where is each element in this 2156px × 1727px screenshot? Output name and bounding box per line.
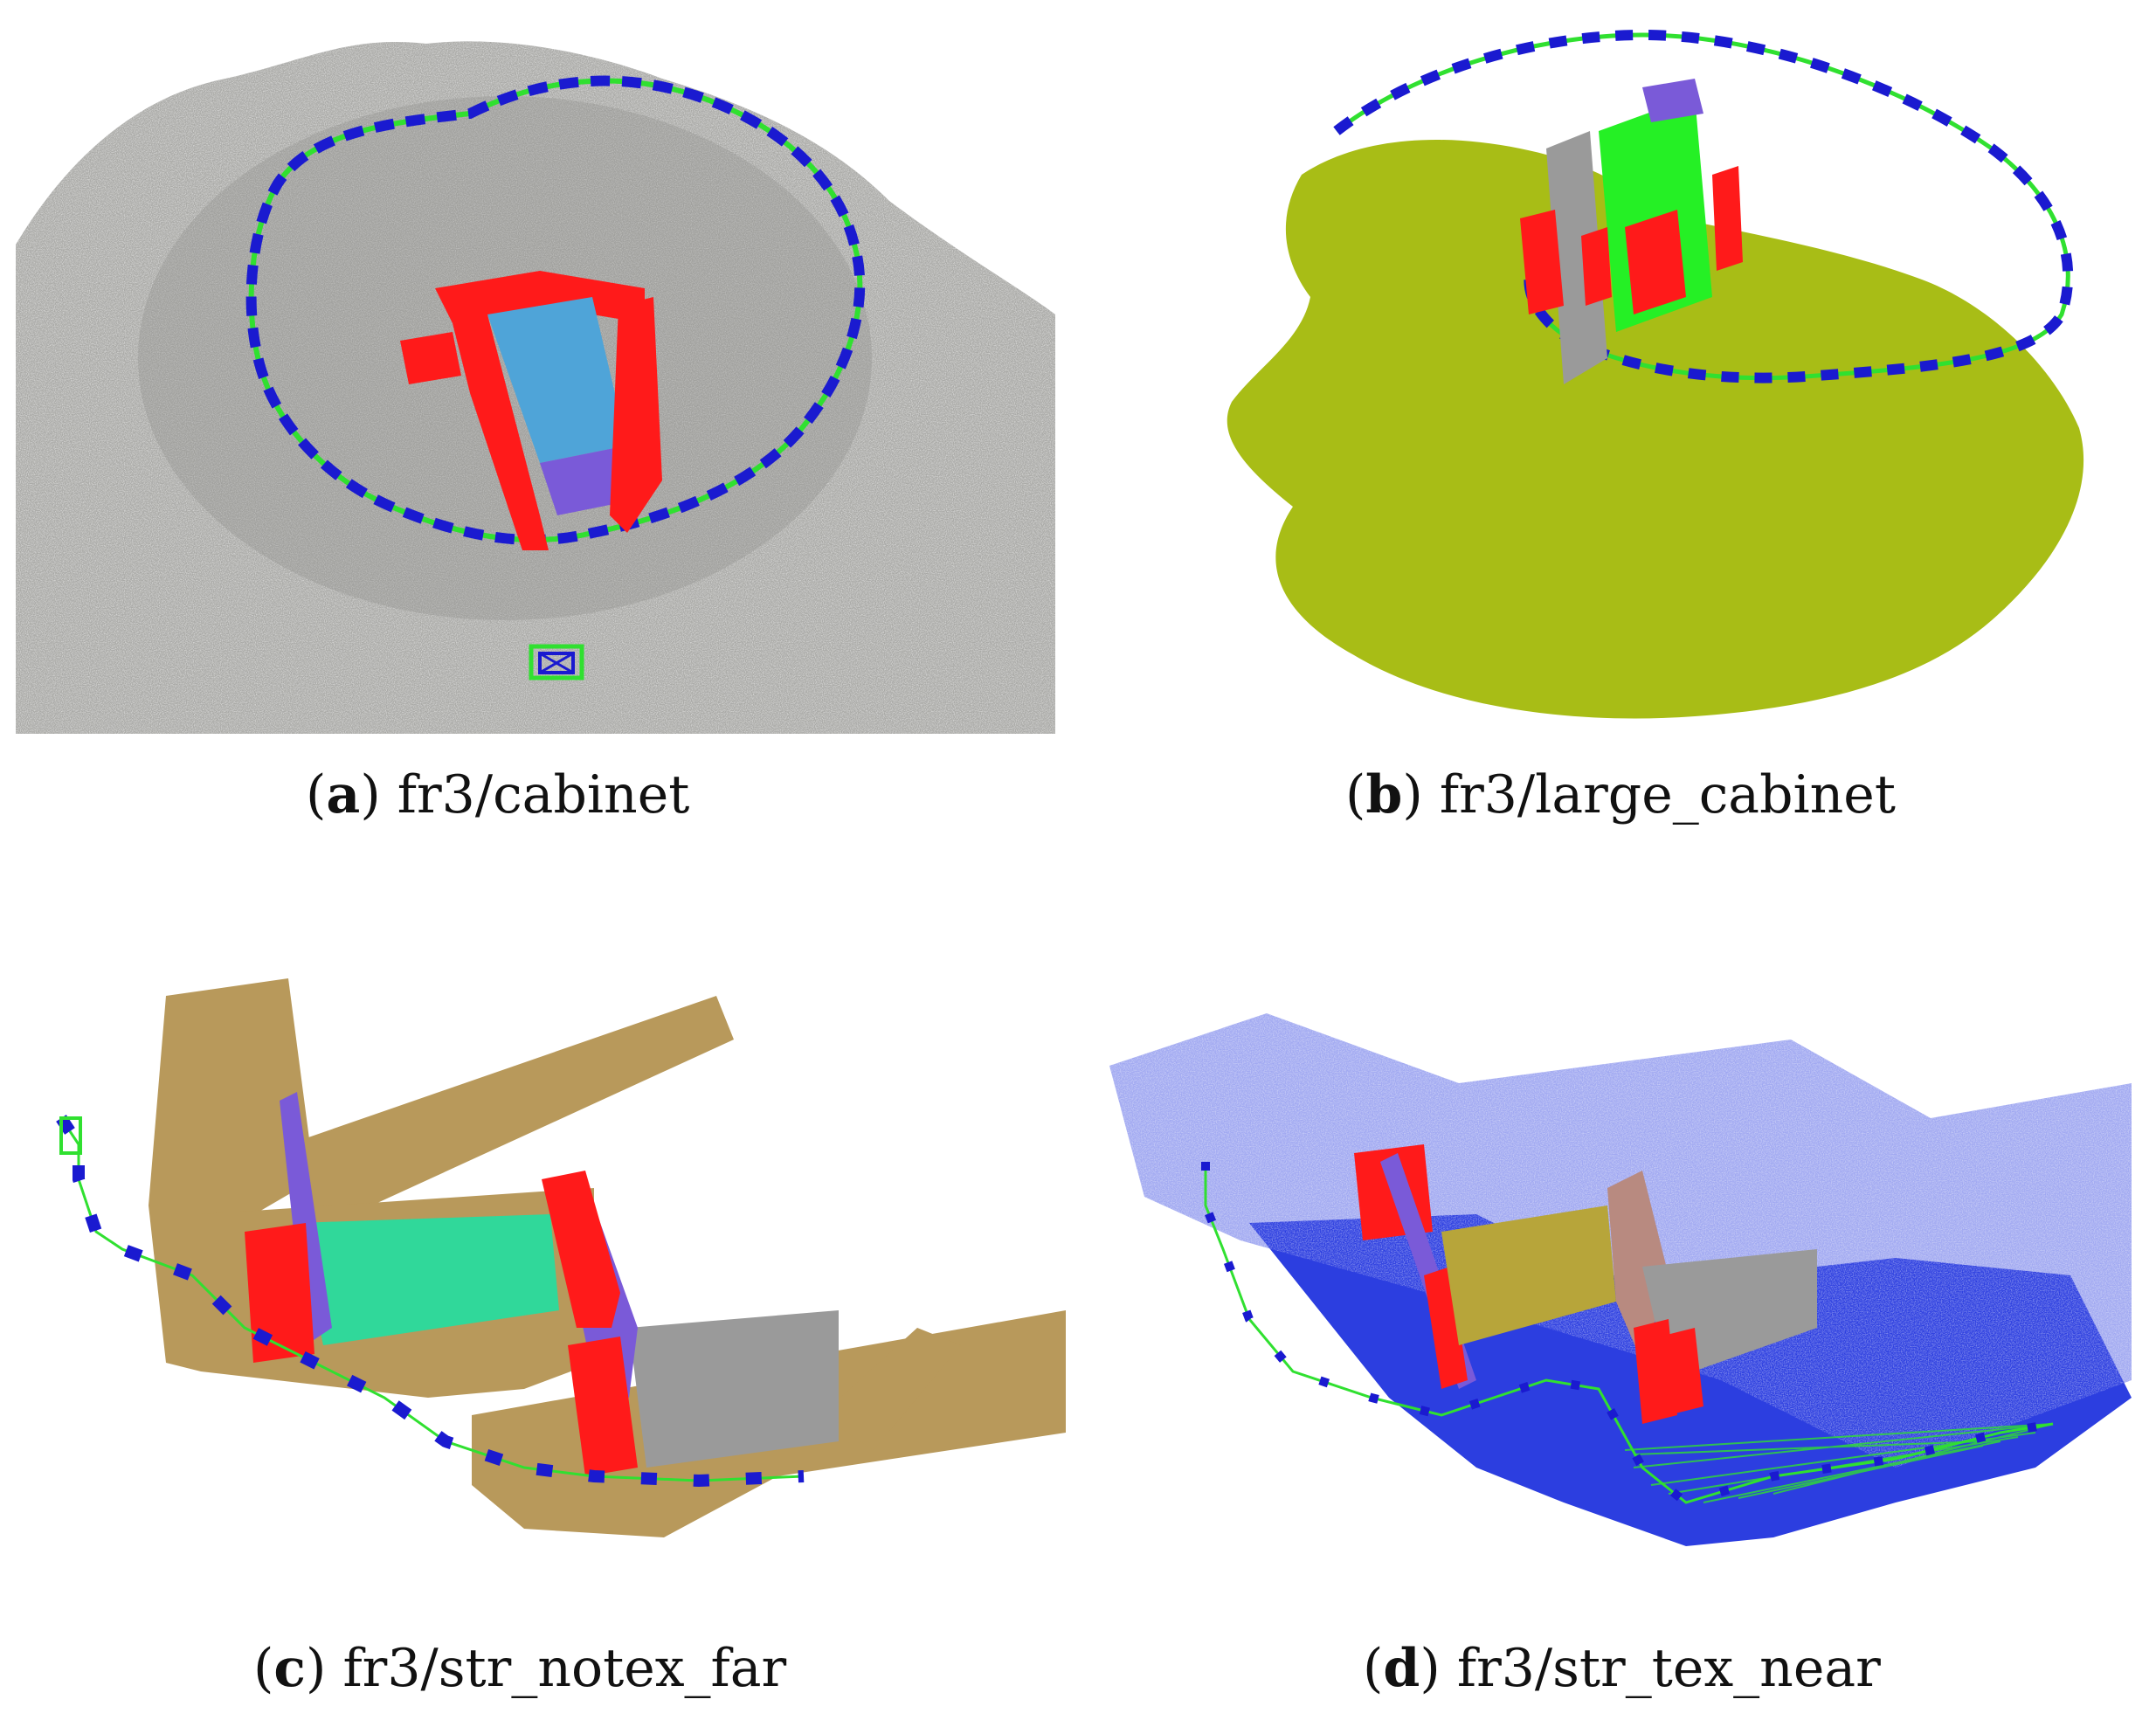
caption-d-letter: d	[1383, 1638, 1420, 1699]
plane-purple-b	[1642, 79, 1703, 122]
caption-c: (c) fr3/str_notex_far	[253, 1638, 787, 1699]
plane-blue-a	[487, 297, 627, 463]
point-cloud-c-5	[821, 1328, 961, 1450]
plane-red-d-2	[1424, 1267, 1468, 1389]
plane-olive-d	[1441, 1205, 1616, 1345]
caption-d: (d) fr3/str_tex_near	[1363, 1638, 1881, 1699]
camera-trajectory-c	[59, 1117, 805, 1482]
panel-a-reconstruction	[16, 41, 1055, 734]
panel-a	[16, 26, 1055, 734]
panel-c-reconstruction	[56, 978, 1066, 1537]
caption-b: (b) fr3/large_cabinet	[1345, 764, 1896, 826]
plane-red-c-1	[245, 1223, 314, 1363]
caption-a: (a) fr3/cabinet	[306, 764, 690, 826]
caption-c-name: fr3/str_notex_far	[342, 1638, 787, 1699]
caption-a-letter: a	[326, 764, 361, 826]
plane-green-b	[1599, 96, 1712, 332]
plane-red-b-2	[1625, 210, 1686, 314]
caption-b-name: fr3/large_cabinet	[1439, 764, 1896, 826]
camera-loop-closures-d	[1624, 1423, 2054, 1503]
panel-d-reconstruction	[1109, 1013, 2132, 1546]
plane-teal-c	[297, 1214, 559, 1345]
current-camera-c	[59, 1116, 82, 1155]
plane-red-a-4	[400, 332, 461, 384]
caption-a-name: fr3/cabinet	[397, 764, 690, 826]
panel-b	[1153, 17, 2114, 734]
plane-red-b-4	[1581, 227, 1612, 306]
plane-purple-c-1	[280, 1092, 332, 1345]
panel-d	[1109, 1013, 2132, 1572]
plane-red-c-3	[568, 1337, 638, 1476]
plane-gray-c	[629, 1310, 839, 1468]
plane-red-a-3	[610, 297, 662, 533]
point-cloud-c-2	[288, 996, 734, 1232]
panel-b-reconstruction	[1227, 29, 2084, 719]
plane-red-b-3	[1712, 166, 1743, 271]
plane-red-d-4	[1660, 1328, 1703, 1415]
caption-c-letter: c	[273, 1638, 306, 1699]
plane-red-c-2	[542, 1171, 620, 1328]
point-cloud-b	[1227, 140, 2084, 719]
plane-red-b-1	[1520, 210, 1564, 314]
caption-d-name: fr3/str_tex_near	[1456, 1638, 1881, 1699]
plane-gray-b	[1546, 131, 1607, 384]
current-camera-a	[529, 644, 584, 680]
plane-red-a-2	[453, 314, 549, 550]
camera-frustums-b	[1333, 29, 2074, 383]
plane-pink-d	[1607, 1171, 1669, 1363]
camera-frustums-a	[245, 75, 866, 545]
panel-c	[35, 961, 1066, 1572]
caption-b-letter: b	[1365, 764, 1403, 826]
